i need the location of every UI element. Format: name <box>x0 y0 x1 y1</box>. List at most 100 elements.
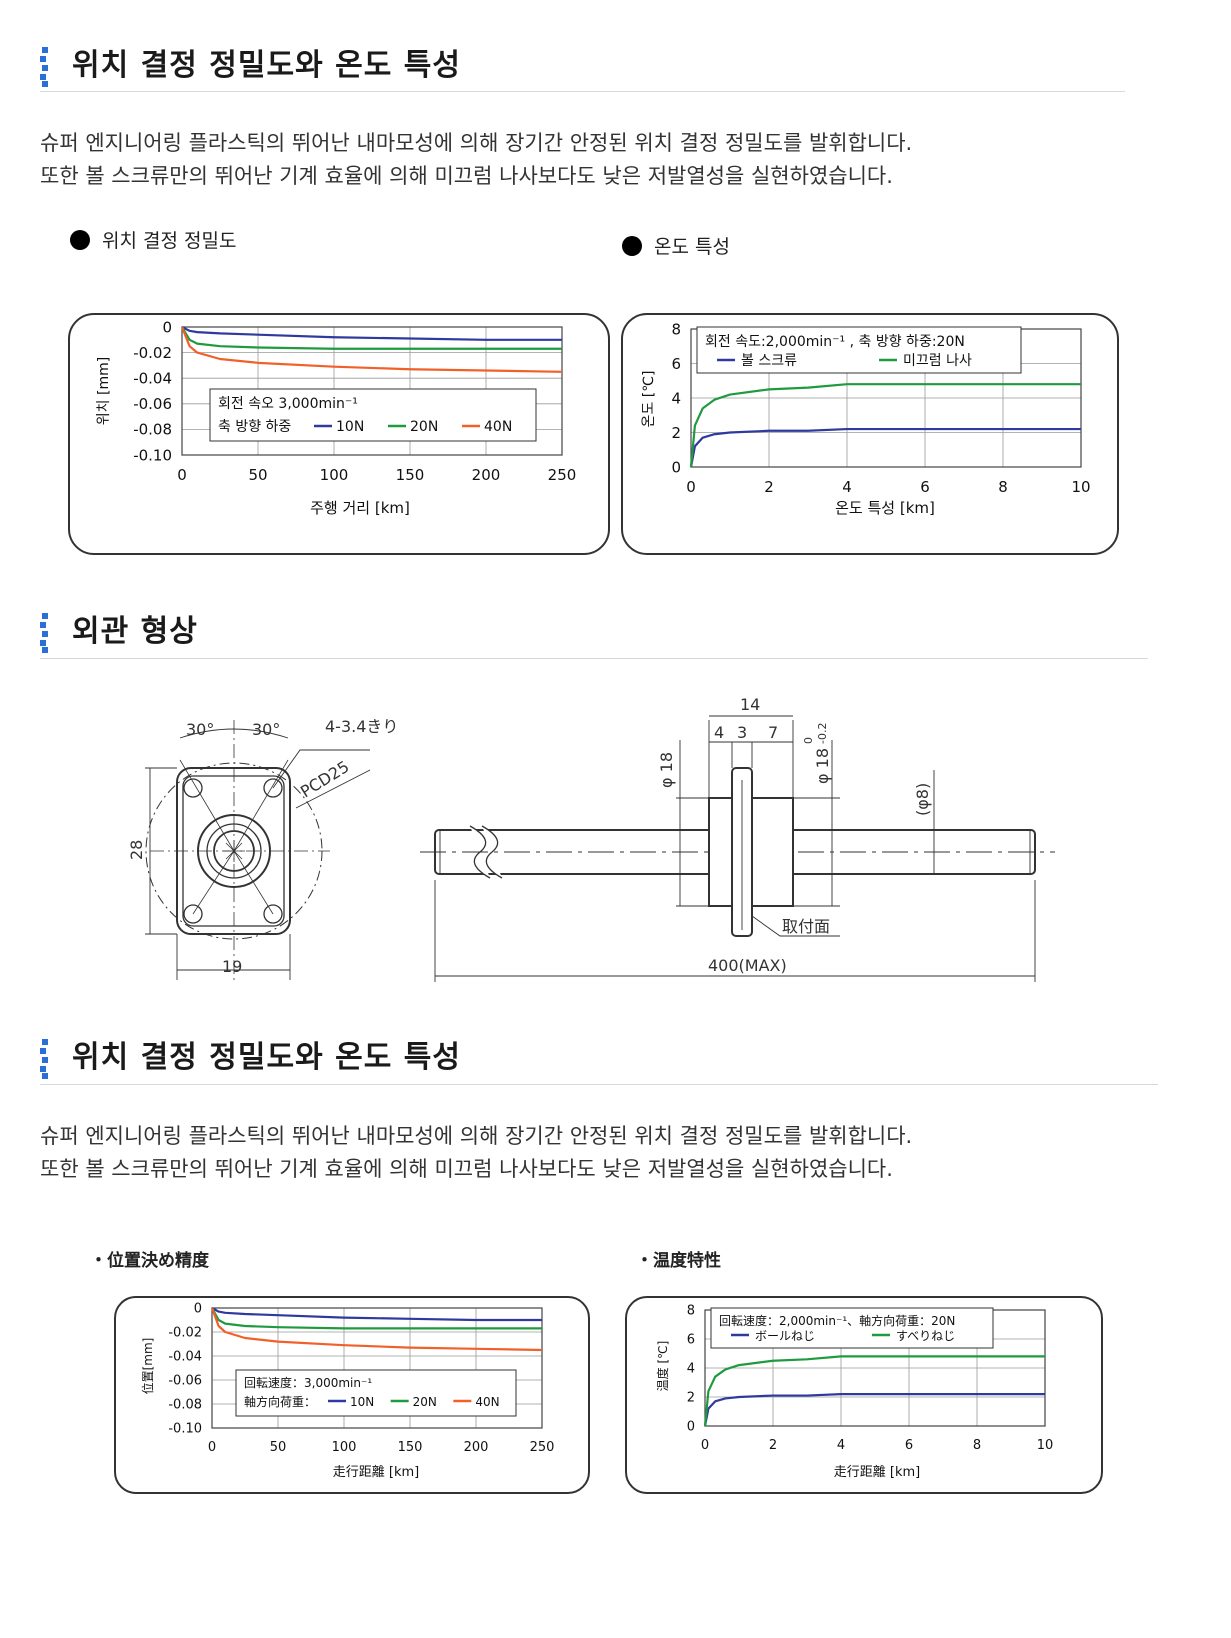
intro-line-1: 슈퍼 엔지니어링 플라스틱의 뛰어난 내마모성에 의해 장기간 안정된 위치 결… <box>40 1124 913 1148</box>
x-tick-label: 100 <box>332 1440 357 1455</box>
section-title-3: 위치 결정 정밀도와 온도 특성 <box>40 1032 461 1079</box>
x-tick-label: 250 <box>548 466 577 484</box>
x-tick-label: 8 <box>998 478 1008 496</box>
legend-label: 20N <box>413 1395 437 1409</box>
front-height-dim: 28 <box>127 840 146 860</box>
intro-paragraph: 슈퍼 엔지니어링 플라스틱의 뛰어난 내마모성에 의해 장기간 안정된 위치 결… <box>40 127 912 193</box>
side-dim-b: 3 <box>737 723 747 742</box>
y-tick-label: -0.06 <box>133 395 172 413</box>
subhead-position: 위치 결정 정밀도 <box>70 226 236 253</box>
x-tick-label: 2 <box>769 1438 777 1453</box>
side-dim-total: 14 <box>740 695 760 714</box>
legend-box <box>696 326 1022 374</box>
x-tick-label: 4 <box>842 478 852 496</box>
y-tick-label: -0.10 <box>168 1422 202 1437</box>
x-tick-label: 0 <box>208 1440 216 1455</box>
y-tick-label: 4 <box>671 389 681 407</box>
legend-title: 회전 속오 3,000min⁻¹ <box>218 396 358 412</box>
y-tick-label: -0.04 <box>133 369 172 387</box>
series-line-blue <box>703 1392 1045 1427</box>
side-length-dim: 400(MAX) <box>708 956 787 975</box>
legend-box <box>710 1307 994 1349</box>
legend-label: すべりねじ <box>896 1329 955 1343</box>
x-axis-label: 走行距離 [km] <box>333 1465 419 1480</box>
series-line-blue <box>689 427 1081 468</box>
intro-line-2: 또한 볼 스크류만의 뛰어난 기계 효율에 의해 미끄럼 나사보다도 낮은 저발… <box>40 164 893 188</box>
intro-paragraph-2: 슈퍼 엔지니어링 플라스틱의 뛰어난 내마모성에 의해 장기간 안정된 위치 결… <box>40 1120 912 1186</box>
side-tol-low: -0.2 <box>816 723 829 744</box>
legend-title: 回転速度：3,000min⁻¹ <box>244 1375 372 1390</box>
bullet-icon <box>70 230 90 250</box>
legend-title: 회전 속도:2,000min⁻¹ , 축 방향 하중:20N <box>705 334 965 350</box>
subhead-position-text: 위치 결정 정밀도 <box>102 230 237 252</box>
series-line-blue <box>211 1307 542 1322</box>
legend-box <box>235 1369 517 1417</box>
series-line-orange <box>210 1307 543 1352</box>
y-tick-label: 4 <box>687 1362 695 1377</box>
x-tick-label: 8 <box>973 1438 981 1453</box>
side-phi-nut: φ 18 <box>813 748 832 784</box>
section-rule <box>40 658 1148 659</box>
x-axis-label: 走行距離 [km] <box>834 1465 920 1480</box>
front-width-dim: 19 <box>222 957 242 976</box>
y-tick-label: 2 <box>687 1391 695 1406</box>
y-tick-label: -0.04 <box>168 1350 202 1365</box>
x-tick-label: 150 <box>398 1440 423 1455</box>
section-rule <box>40 1084 1158 1085</box>
section-title-text: 외관 형상 <box>72 614 198 649</box>
x-axis-label: 주행 거리 [km] <box>310 499 410 517</box>
legend-label: ボールねじ <box>755 1329 815 1343</box>
section-title-text: 위치 결정 정밀도와 온도 특성 <box>72 48 461 83</box>
y-tick-label: 8 <box>687 1304 695 1319</box>
y-tick-label: -0.02 <box>168 1326 202 1341</box>
plot-frame <box>211 1307 543 1429</box>
y-tick-label: -0.10 <box>133 446 172 464</box>
side-dim-a: 4 <box>714 723 724 742</box>
y-axis-label: 温度 [℃] <box>655 1341 670 1392</box>
section-marker-icon <box>40 612 48 653</box>
side-tol-up: 0 <box>802 737 815 744</box>
dimension-drawing: 30° 30° 4-3.4きり PCD25 28 19 14 4 3 7 φ 1… <box>127 695 1055 982</box>
y-tick-label: 0 <box>687 1420 695 1435</box>
x-tick-label: 10 <box>1071 478 1090 496</box>
section-rule <box>40 91 1125 92</box>
plot-frame <box>181 326 563 456</box>
x-tick-label: 6 <box>920 478 930 496</box>
front-holes-label: 4-3.4きり <box>325 717 398 736</box>
section-marker-icon <box>40 1038 48 1079</box>
legend-label: 10N <box>336 419 364 435</box>
y-tick-label: 0 <box>162 318 172 336</box>
x-tick-label: 0 <box>177 466 187 484</box>
y-axis-label: 온도 [℃] <box>641 371 657 428</box>
x-tick-label: 50 <box>248 466 267 484</box>
y-tick-label: 0 <box>194 1302 202 1317</box>
x-tick-label: 250 <box>530 1440 555 1455</box>
legend-label: 미끄럼 나사 <box>903 353 972 369</box>
intro-line-1: 슈퍼 엔지니어링 플라스틱의 뛰어난 내마모성에 의해 장기간 안정된 위치 결… <box>40 131 913 155</box>
intro-line-2: 또한 볼 스크류만의 뛰어난 기계 효율에 의해 미끄럼 나사보다도 낮은 저발… <box>40 1157 893 1181</box>
side-mount-face: 取付面 <box>782 917 830 936</box>
side-dim-c: 7 <box>768 723 778 742</box>
x-tick-label: 10 <box>1037 1438 1054 1453</box>
subhead-temperature: 온도 특성 <box>622 232 730 259</box>
subhead-jp-position: ・位置決め精度 <box>90 1251 209 1271</box>
legend-prefix: 축 방향 하중 <box>218 419 291 435</box>
x-axis-label: 온도 특성 [km] <box>835 499 935 517</box>
subhead-temperature-text: 온도 특성 <box>654 236 730 258</box>
x-tick-label: 100 <box>320 466 349 484</box>
x-tick-label: 200 <box>464 1440 489 1455</box>
subhead-jp-temperature: ・温度特性 <box>636 1251 721 1271</box>
front-pcd-label: PCD25 <box>297 757 352 801</box>
x-tick-label: 0 <box>686 478 696 496</box>
x-tick-label: 4 <box>837 1438 845 1453</box>
y-tick-label: -0.08 <box>133 421 172 439</box>
x-tick-label: 200 <box>472 466 501 484</box>
series-line-green <box>211 1307 542 1330</box>
